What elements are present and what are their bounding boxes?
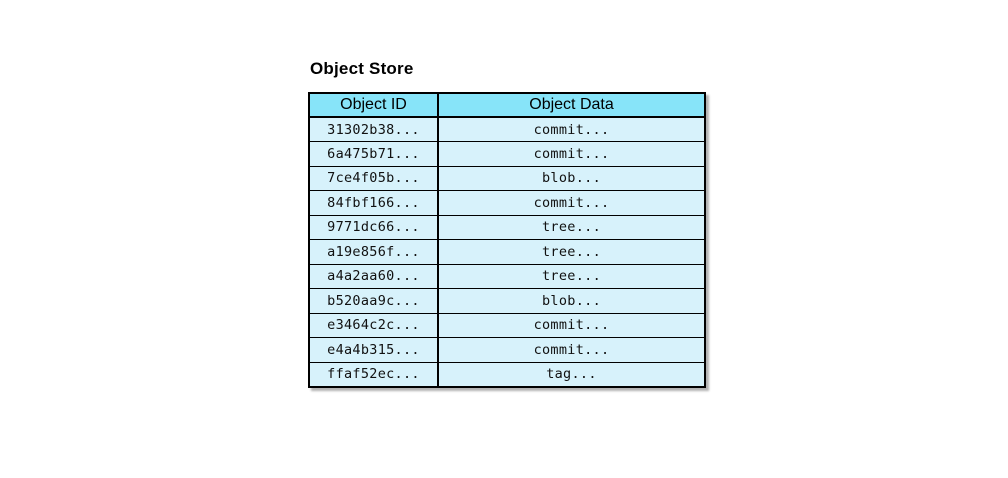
table-row: b520aa9c... blob...: [309, 288, 705, 313]
object-id-cell: a4a2aa60...: [309, 263, 438, 289]
object-data-cell: commit...: [437, 312, 705, 338]
table-row: 84fbf166... commit...: [309, 190, 705, 215]
object-store-diagram: Object Store Object ID Object Data 31302…: [308, 58, 706, 388]
table-body: 31302b38... commit... 6a475b71... commit…: [309, 117, 705, 387]
object-data-cell: commit...: [437, 190, 705, 215]
object-id-cell: b520aa9c...: [309, 288, 438, 313]
column-header-object-id: Object ID: [309, 93, 438, 118]
object-id-cell: 9771dc66...: [309, 214, 438, 240]
object-data-cell: commit...: [437, 117, 705, 142]
table-row: e4a4b315... commit...: [309, 337, 705, 362]
object-id-cell: 7ce4f05b...: [309, 165, 438, 191]
table-row: 6a475b71... commit...: [309, 141, 705, 166]
table-row: a19e856f... tree...: [309, 239, 705, 264]
object-id-cell: 31302b38...: [309, 117, 438, 142]
object-data-cell: tree...: [437, 239, 705, 264]
object-data-cell: commit...: [437, 337, 705, 362]
table-row: e3464c2c... commit...: [309, 312, 705, 338]
object-id-cell: 6a475b71...: [309, 141, 438, 166]
object-data-cell: tree...: [437, 214, 705, 240]
object-id-cell: a19e856f...: [309, 239, 438, 264]
table-header: Object ID Object Data: [309, 93, 705, 118]
object-data-cell: tag...: [437, 361, 705, 387]
table-row: ffaf52ec... tag...: [309, 361, 705, 387]
object-data-cell: blob...: [437, 288, 705, 313]
object-id-cell: ffaf52ec...: [309, 361, 438, 387]
table-row: 31302b38... commit...: [309, 117, 705, 142]
object-id-cell: e4a4b315...: [309, 337, 438, 362]
object-data-cell: commit...: [437, 141, 705, 166]
table-row: 9771dc66... tree...: [309, 214, 705, 240]
object-id-cell: e3464c2c...: [309, 312, 438, 338]
column-header-object-data: Object Data: [437, 93, 705, 118]
diagram-title: Object Store: [310, 59, 414, 78]
table-row: 7ce4f05b... blob...: [309, 165, 705, 191]
object-data-cell: blob...: [437, 165, 705, 191]
table-row: a4a2aa60... tree...: [309, 263, 705, 289]
header-row: Object ID Object Data: [309, 93, 705, 118]
object-data-cell: tree...: [437, 263, 705, 289]
object-id-cell: 84fbf166...: [309, 190, 438, 215]
object-store-table: Object ID Object Data 31302b38... commit…: [308, 92, 706, 388]
